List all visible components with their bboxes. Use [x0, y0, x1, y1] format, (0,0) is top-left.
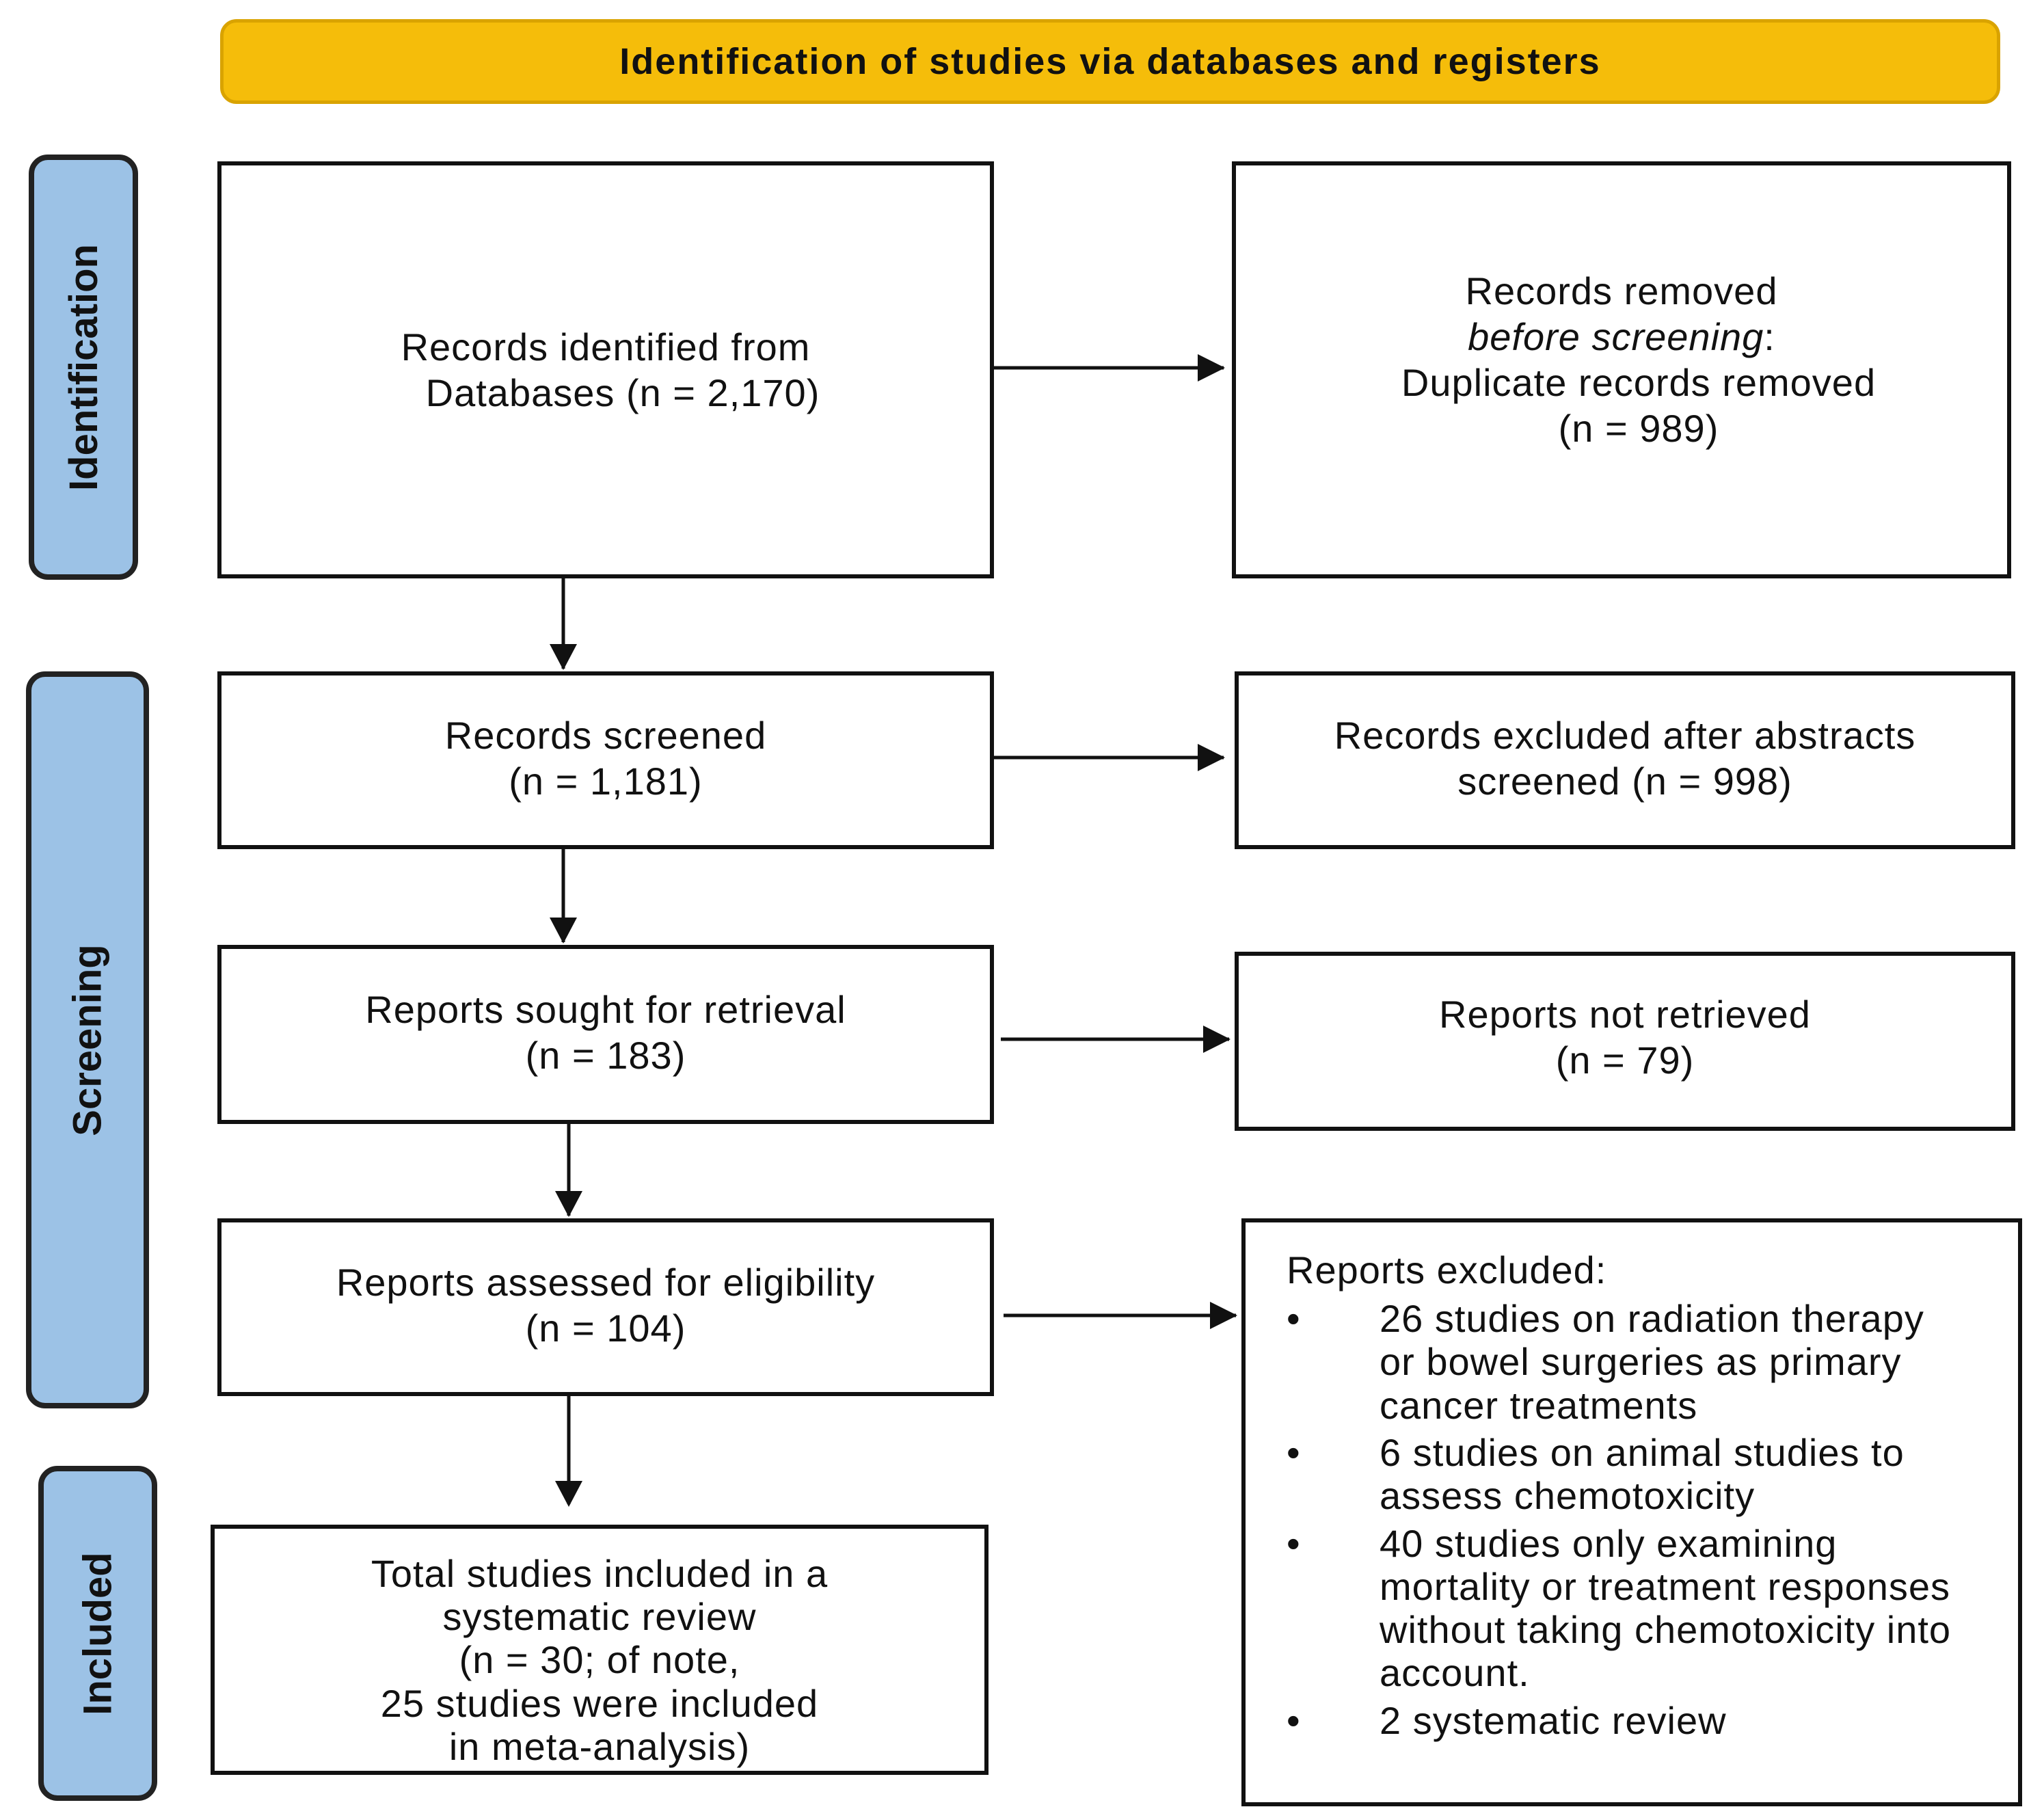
box-reports-excluded: Reports excluded: 26 studies on radiatio… [1241, 1218, 2022, 1806]
reports-sought-line2: (n = 183) [525, 1034, 686, 1077]
box-records-identified: Records identified from Databases (n = 2… [217, 161, 994, 578]
reports-excluded-heading: Reports excluded: [1287, 1248, 1607, 1292]
reports-excluded-item: 40 studies only examining mortality or t… [1287, 1522, 1981, 1695]
arrowhead [555, 1481, 582, 1507]
arrowhead [1203, 1026, 1231, 1053]
phase-included: Included [38, 1466, 157, 1801]
studies-included-line1: Total studies included in a [371, 1551, 829, 1595]
reports-sought-line1: Reports sought for retrieval [365, 987, 846, 1031]
box-reports-assessed: Reports assessed for eligibility (n = 10… [217, 1218, 994, 1396]
reports-assessed-line1: Reports assessed for eligibility [336, 1260, 876, 1304]
records-identified-line1: Records identified from [401, 325, 811, 369]
reports-excluded-list: 26 studies on radiation therapy or bowel… [1287, 1297, 1981, 1742]
studies-included-line4: 25 studies were included [380, 1681, 819, 1725]
records-removed-line2-wrap: before screening: [1468, 314, 1775, 360]
box-reports-sought: Reports sought for retrieval (n = 183) [217, 945, 994, 1124]
records-screened-line1: Records screened [444, 713, 767, 757]
reports-excluded-content: Reports excluded: 26 studies on radiatio… [1287, 1247, 1981, 1742]
records-identified-line2: Databases (n = 2,170) [425, 371, 820, 414]
box-reports-not-retrieved: Reports not retrieved (n = 79) [1235, 952, 2015, 1131]
reports-excluded-item: 2 systematic review [1287, 1699, 1981, 1743]
records-removed-line4: (n = 989) [1558, 407, 1719, 451]
phase-screening: Screening [26, 671, 149, 1408]
records-excluded-line2: screened (n = 998) [1457, 760, 1792, 803]
arrowhead [1198, 744, 1225, 771]
box-records-excluded: Records excluded after abstracts screene… [1235, 671, 2015, 849]
arrowhead [550, 644, 577, 670]
phase-identification: Identification [29, 155, 138, 580]
box-records-screened: Records screened (n = 1,181) [217, 671, 994, 849]
arrowhead [1210, 1302, 1237, 1329]
banner-title: Identification of studies via databases … [619, 41, 1601, 82]
studies-included-line2: systematic review [442, 1595, 757, 1639]
studies-included-line3: (n = 30; of note, [459, 1638, 740, 1682]
arrowhead [1198, 354, 1225, 382]
records-removed-line2: before screening [1468, 315, 1764, 358]
reports-excluded-item: 26 studies on radiation therapy or bowel… [1287, 1297, 1926, 1427]
reports-assessed-line2: (n = 104) [525, 1307, 686, 1350]
reports-excluded-item: 6 studies on animal studies to assess ch… [1287, 1431, 1967, 1518]
arrowhead [550, 918, 577, 944]
records-removed-line2-suffix: : [1764, 315, 1775, 358]
reports-not-retrieved-line1: Reports not retrieved [1439, 992, 1811, 1036]
reports-not-retrieved-line2: (n = 79) [1555, 1039, 1695, 1082]
arrowhead [555, 1191, 582, 1217]
records-removed-line1: Records removed [1465, 269, 1778, 312]
section-banner: Identification of studies via databases … [220, 19, 2000, 104]
records-excluded-line1: Records excluded after abstracts [1334, 713, 1916, 757]
box-studies-included: Total studies included in a systematic r… [211, 1525, 989, 1775]
records-screened-line2: (n = 1,181) [509, 760, 703, 803]
records-removed-line3: Duplicate records removed [1401, 361, 1877, 404]
box-records-removed: Records removed before screening: Duplic… [1232, 161, 2011, 578]
studies-included-line5: in meta-analysis) [448, 1724, 751, 1768]
